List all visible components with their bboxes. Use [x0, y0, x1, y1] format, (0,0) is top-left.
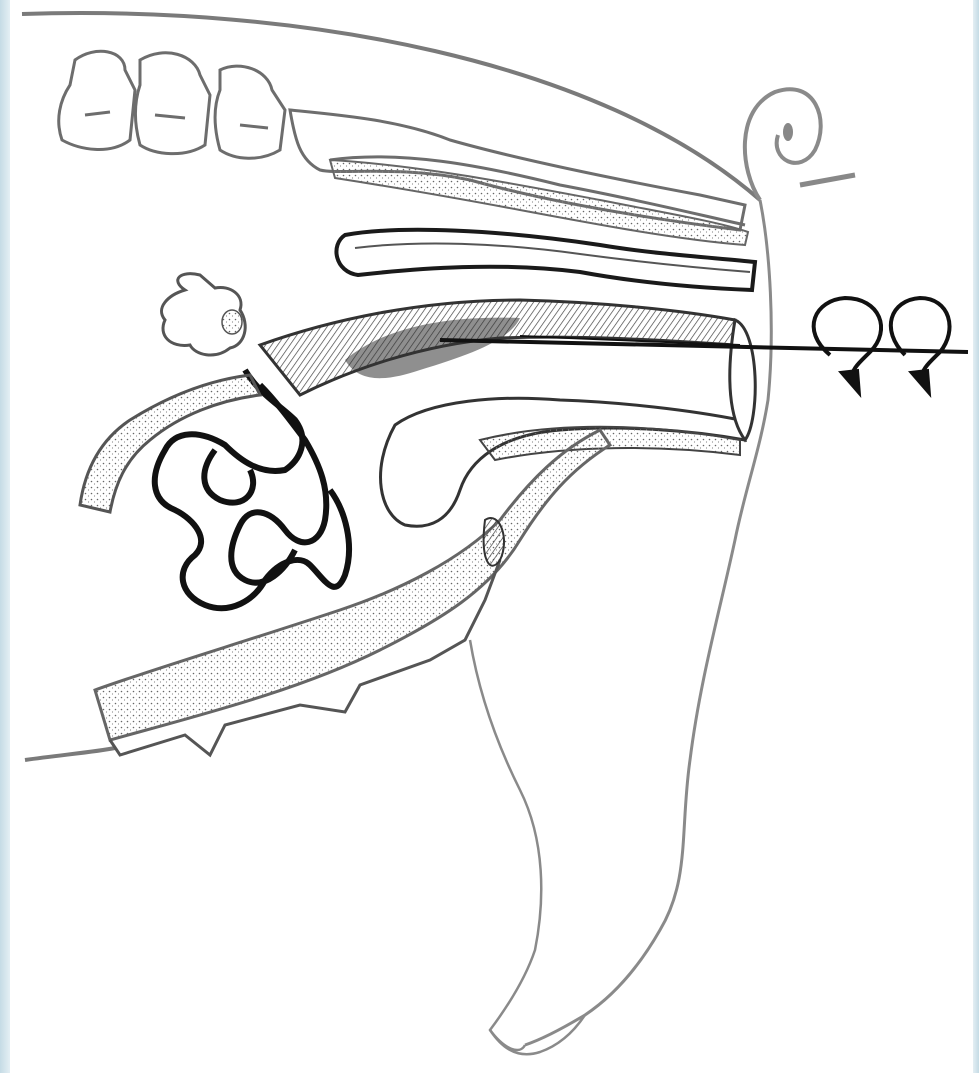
leg-front-outline: [470, 640, 541, 1050]
body-belly-outline: [25, 748, 115, 760]
vertebrae: [59, 51, 745, 230]
hoof-outline: [490, 1015, 585, 1054]
pelvic-bone: [484, 518, 504, 566]
rotation-arrow-1: [814, 298, 881, 395]
ovary: [162, 274, 246, 355]
tail-curl: [745, 89, 855, 200]
rotation-arrow-2: [891, 298, 950, 395]
reproductive-tract-band: [260, 300, 735, 395]
abdominal-floor: [95, 430, 610, 740]
